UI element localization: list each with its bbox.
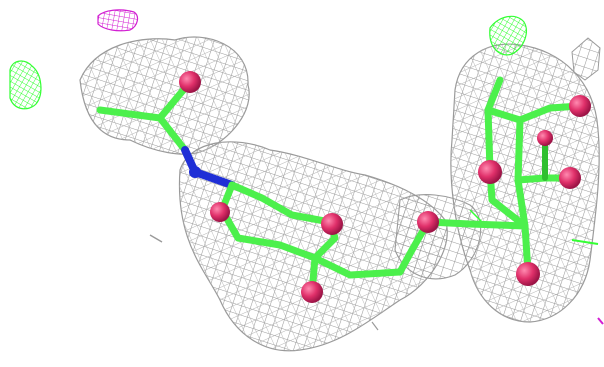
nitrogen-atom [189, 166, 201, 178]
oxygen-atom [417, 211, 439, 233]
oxygen-atom [321, 213, 343, 235]
oxygen-atom [569, 95, 591, 117]
oxygen-atom [301, 281, 323, 303]
oxygen-atom [478, 160, 502, 184]
molecule-bonds [96, 76, 584, 296]
oxygen-atom [210, 202, 230, 222]
oxygen-atom [516, 262, 540, 286]
positive-difference-density [9, 15, 599, 245]
oxygen-atom [559, 167, 581, 189]
oxygen-atom [179, 71, 201, 93]
negative-difference-density [97, 9, 604, 325]
molecule-atoms [179, 71, 591, 303]
oxygen-atom [537, 130, 553, 146]
